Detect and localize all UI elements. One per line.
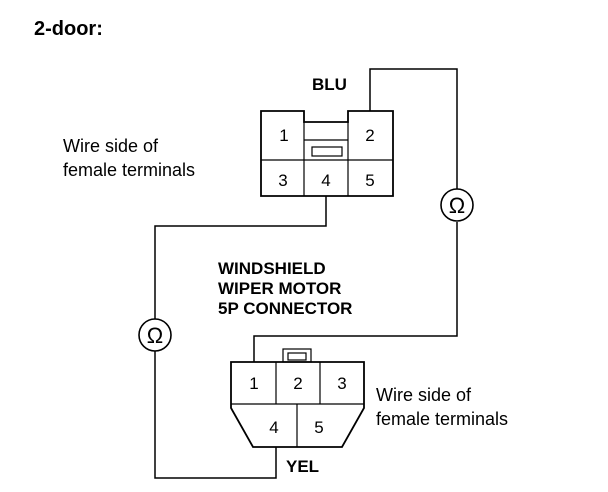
ohm-icon: Ω bbox=[449, 193, 465, 218]
connector-name-line1: WINDSHIELD bbox=[218, 259, 326, 278]
bottom-side-label-line1: Wire side of bbox=[376, 385, 472, 405]
bottom-terminal-1: 1 bbox=[249, 374, 258, 393]
bottom-terminal-2: 2 bbox=[293, 374, 302, 393]
top-terminal-1: 1 bbox=[279, 126, 288, 145]
connector-name-line3: 5P CONNECTOR bbox=[218, 299, 352, 318]
bottom-terminal-3: 3 bbox=[337, 374, 346, 393]
top-side-label-line2: female terminals bbox=[63, 160, 195, 180]
bottom-wire-color-label: YEL bbox=[286, 457, 319, 476]
top-side-label-line1: Wire side of bbox=[63, 136, 159, 156]
top-wire-color-label: BLU bbox=[312, 75, 347, 94]
bottom-connector: 1 2 3 4 5 bbox=[230, 348, 365, 448]
top-terminal-5: 5 bbox=[365, 171, 374, 190]
ohmmeter-left: Ω bbox=[138, 318, 172, 352]
right-test-wire-lower bbox=[253, 222, 458, 362]
connector-name-line2: WIPER MOTOR bbox=[218, 279, 341, 298]
bottom-terminal-4: 4 bbox=[269, 418, 278, 437]
page-title: 2-door: bbox=[34, 18, 103, 40]
top-terminal-2: 2 bbox=[365, 126, 374, 145]
bottom-side-label-line2: female terminals bbox=[376, 409, 508, 429]
left-test-wire-lower bbox=[154, 351, 277, 479]
ohm-icon: Ω bbox=[147, 323, 163, 348]
top-terminal-3: 3 bbox=[278, 171, 287, 190]
bottom-terminal-5: 5 bbox=[314, 418, 323, 437]
top-connector-body bbox=[260, 110, 394, 197]
top-terminal-4: 4 bbox=[321, 171, 330, 190]
ohmmeter-right-circle bbox=[440, 188, 474, 222]
left-test-wire bbox=[154, 196, 327, 319]
top-connector: 1 2 3 4 5 bbox=[260, 110, 394, 197]
right-test-wire bbox=[369, 68, 458, 189]
bottom-connector-latch bbox=[282, 348, 312, 363]
top-connector-latch bbox=[311, 146, 343, 157]
ohmmeter-left-circle bbox=[138, 318, 172, 352]
ohmmeter-right: Ω bbox=[440, 188, 474, 222]
